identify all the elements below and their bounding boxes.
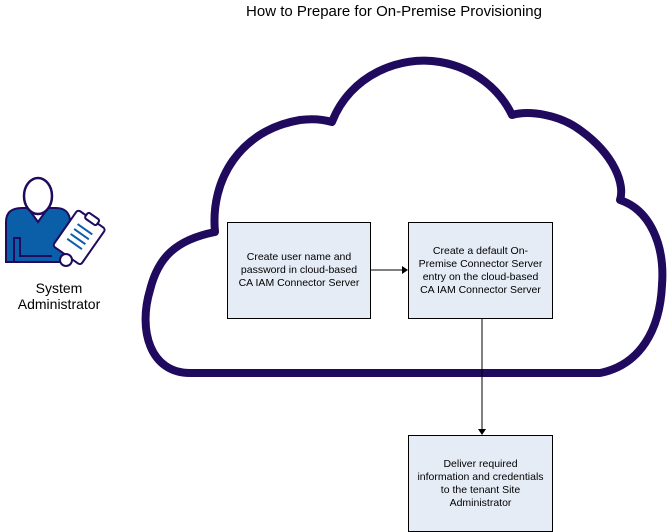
- step-2-text: Create a default On-Premise Connector Se…: [418, 245, 543, 296]
- step-3-text: Deliver required information and credent…: [417, 457, 544, 509]
- step-box-2: Create a default On-Premise Connector Se…: [408, 222, 553, 319]
- actor-label-line2: Administrator: [17, 296, 101, 312]
- actor-label-line1: System: [35, 280, 83, 296]
- step-1-text: Create user name and password in cloud-b…: [238, 251, 360, 289]
- step-box-1: Create user name and password in cloud-b…: [227, 222, 371, 319]
- step-box-3: Deliver required information and credent…: [408, 435, 553, 532]
- arrowhead-step2: [402, 266, 408, 274]
- diagram-title: How to Prepare for On-Premise Provisioni…: [246, 3, 542, 20]
- arrowhead-step3: [478, 429, 486, 435]
- cloud-shape: [141, 56, 667, 377]
- actor-label: System Administrator: [0, 280, 118, 312]
- administrator-icon: [5, 176, 106, 267]
